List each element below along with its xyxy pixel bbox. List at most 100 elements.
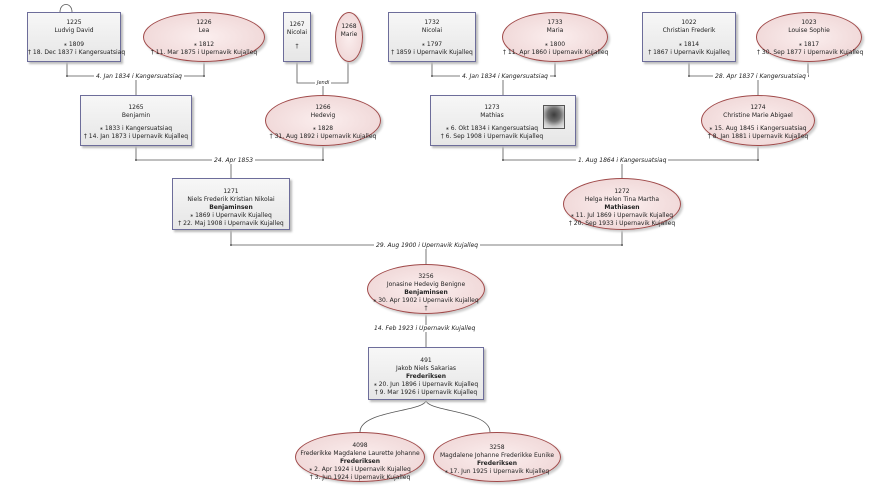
person-card-1271[interactable]: 1271 Niels Frederik Kristian Nikolai Ben… bbox=[172, 178, 290, 230]
death-info: † 8. Jan 1881 i Upernavik Kujalleq bbox=[707, 133, 809, 140]
person-card-1733[interactable]: 1733 Maria ⁎ 1800 † 11. Apr 1860 i Upern… bbox=[502, 12, 608, 62]
birth-info: ⁎ 1797 bbox=[421, 41, 443, 48]
person-name: Louise Sophie bbox=[788, 27, 830, 34]
person-id: 3256 bbox=[418, 273, 434, 280]
marriage-event-3256-491: 14. Feb 1923 i Upernavik Kujalleq bbox=[372, 325, 478, 332]
person-id: 1022 bbox=[681, 19, 697, 26]
birth-info: ⁎ 1812 bbox=[193, 41, 215, 48]
birth-info: ⁎ 1817 bbox=[798, 41, 820, 48]
death-info: † 11. Apr 1860 i Upernavik Kujalleq bbox=[503, 49, 609, 56]
birth-info: ⁎ 6. Okt 1834 i Kangersuatsiaq bbox=[445, 125, 539, 132]
death-info: † 6. Sep 1908 i Upernavik Kujalleq bbox=[440, 133, 544, 140]
death-info: † 18. Dec 1837 i Kangersuatsiaq bbox=[28, 49, 126, 56]
death-info: † 1859 i Upernavik Kujalleq bbox=[391, 49, 473, 56]
person-card-1274[interactable]: 1274 Christine Marie Abigael ⁎ 15. Aug 1… bbox=[701, 95, 815, 146]
person-name: Nicolai bbox=[286, 29, 308, 36]
person-name: Christine Marie Abigael bbox=[723, 112, 793, 119]
person-card-1272[interactable]: 1272 Helga Helen Tina Martha Mathiasen ⁎… bbox=[563, 178, 681, 230]
birth-info: ⁎ 11. Jul 1869 i Upernavik Kujalleq bbox=[570, 212, 674, 219]
death-info: † 11. Mar 1875 i Upernavik Kujalleq bbox=[150, 49, 258, 56]
person-name: Frederikke Magdalene Laurette Johanne bbox=[300, 450, 420, 457]
person-id: 1265 bbox=[128, 104, 144, 111]
death-info: † 31. Aug 1892 i Upernavik Kujalleq bbox=[269, 133, 377, 140]
person-id: 1271 bbox=[223, 188, 239, 195]
person-id: 1266 bbox=[315, 104, 331, 111]
person-name: Hedevig bbox=[310, 112, 336, 119]
birth-info: ⁎ 20. Jun 1896 i Upernavik Kujalleq bbox=[373, 381, 479, 388]
person-name: Benjamin bbox=[121, 112, 151, 119]
person-card-1268[interactable]: 1268 Marie bbox=[335, 12, 363, 62]
person-id: 1274 bbox=[750, 104, 766, 111]
birth-info: ⁎ 1869 i Upernavik Kujalleq bbox=[190, 212, 272, 219]
person-id: 1267 bbox=[289, 21, 305, 28]
person-id: 3258 bbox=[489, 444, 505, 451]
portrait-photo bbox=[543, 105, 565, 129]
person-card-1225[interactable]: 1225 Ludvig David ⁎ 1809 † 18. Dec 1837 … bbox=[27, 12, 126, 62]
person-name: Christian Frederik bbox=[662, 27, 716, 34]
birth-info: ⁎ 2. Apr 1924 i Upernavik Kujalleq bbox=[309, 466, 411, 473]
person-id: 1023 bbox=[801, 19, 817, 26]
person-name: Mathias bbox=[480, 112, 504, 119]
birth-info: ⁎ 1814 bbox=[678, 41, 700, 48]
person-surname: Frederiksen bbox=[339, 458, 381, 465]
person-card-3258[interactable]: 3258 Magdalene Johanne Frederikke Eunike… bbox=[433, 432, 561, 482]
person-id: 1272 bbox=[614, 188, 630, 195]
person-id: 1273 bbox=[484, 104, 500, 111]
person-card-4098[interactable]: 4098 Frederikke Magdalene Laurette Johan… bbox=[295, 432, 425, 482]
marriage-event-1271-1272: 29. Aug 1900 i Upernavik Kujalleq bbox=[374, 242, 481, 249]
death-info: † 22. Maj 1908 i Upernavik Kujalleq bbox=[178, 220, 284, 227]
marriage-event-1022-1023: 28. Apr 1837 i Kangersuatsiaq bbox=[713, 73, 808, 80]
death-info: † 9. Mar 1926 i Upernavik Kujalleq bbox=[374, 389, 478, 396]
birth-info: ⁎ 1828 bbox=[312, 125, 334, 132]
person-name: Niels Frederik Kristian Nikolai bbox=[187, 196, 275, 203]
birth-info: ⁎ 1800 bbox=[544, 41, 566, 48]
birth-info: ⁎ 17. Jun 1925 i Upernavik Kujalleq bbox=[444, 468, 550, 475]
death-info: † 14. Jan 1873 i Upernavik Kujalleq bbox=[83, 133, 189, 140]
person-id: 491 bbox=[420, 357, 432, 364]
person-surname: Mathiasen bbox=[604, 204, 640, 211]
person-card-1022[interactable]: 1022 Christian Frederik ⁎ 1814 † 1867 i … bbox=[642, 12, 736, 62]
marriage-event-1273-1274: 1. Aug 1864 i Kangersuatsiaq bbox=[576, 157, 669, 164]
person-name: Jakob Niels Sakarias bbox=[395, 365, 457, 372]
person-id: 1268 bbox=[341, 23, 357, 30]
person-id: 1732 bbox=[424, 19, 440, 26]
person-card-1265[interactable]: 1265 Benjamin ⁎ 1833 i Kangersuatsiaq † … bbox=[80, 95, 192, 146]
person-surname: Benjaminsen bbox=[209, 204, 253, 211]
birth-info: ⁎ 1833 i Kangersuatsiaq bbox=[99, 125, 173, 132]
person-name: Jonasine Hedevig Benigne bbox=[386, 281, 466, 288]
person-surname: Benjaminsen bbox=[404, 289, 448, 296]
person-id: 1226 bbox=[196, 19, 212, 26]
person-surname: Frederiksen bbox=[405, 373, 447, 380]
death-info: † bbox=[424, 305, 428, 312]
person-id: 1733 bbox=[547, 19, 563, 26]
person-card-1023[interactable]: 1023 Louise Sophie ⁎ 1817 † 30. Sep 1877… bbox=[756, 12, 864, 62]
person-card-1273[interactable]: 1273 Mathias ⁎ 6. Okt 1834 i Kangersuats… bbox=[430, 95, 576, 146]
person-card-491[interactable]: 491 Jakob Niels Sakarias Frederiksen ⁎ 2… bbox=[368, 347, 484, 400]
person-id: 1225 bbox=[66, 19, 82, 26]
person-name: Lea bbox=[198, 27, 210, 34]
death-info: † 3. Jun 1924 i Upernavik Kujalleq bbox=[309, 474, 411, 481]
marriage-event-1732-1733: 4. Jan 1834 i Kangersuatsiaq bbox=[460, 73, 550, 80]
death-info: † 20. Sep 1933 i Upernavik Kujalleq bbox=[568, 220, 676, 227]
birth-info: ⁎ 1809 bbox=[63, 41, 85, 48]
person-name: Magdalene Johanne Frederikke Eunike bbox=[439, 452, 555, 459]
death-info: † 30. Sep 1877 i Upernavik Kujalleq bbox=[757, 49, 864, 56]
marriage-event-1267-1268: Jendi bbox=[315, 80, 332, 86]
person-card-3256[interactable]: 3256 Jonasine Hedevig Benigne Benjaminse… bbox=[367, 264, 485, 314]
marriage-event-1225-1226: 4. Jan 1834 i Kangersuatsiaq bbox=[94, 73, 184, 80]
person-name: Helga Helen Tina Martha bbox=[584, 196, 660, 203]
person-card-1266[interactable]: 1266 Hedevig ⁎ 1828 † 31. Aug 1892 i Upe… bbox=[265, 95, 381, 146]
person-name: Marie bbox=[340, 31, 358, 38]
death-info: † 1867 i Upernavik Kujalleq bbox=[648, 49, 730, 56]
birth-info: ⁎ 30. Apr 1902 i Upernavik Kujalleq bbox=[373, 297, 479, 304]
person-surname: Frederiksen bbox=[476, 460, 518, 467]
person-card-1226[interactable]: 1226 Lea ⁎ 1812 † 11. Mar 1875 i Upernav… bbox=[143, 12, 265, 62]
death-info: † bbox=[295, 43, 299, 50]
person-name: Ludvig David bbox=[54, 27, 94, 34]
person-name: Maria bbox=[546, 27, 564, 34]
person-name: Nicolai bbox=[421, 27, 443, 34]
marriage-event-1265-1266: 24. Apr 1853 bbox=[212, 157, 256, 164]
person-card-1267[interactable]: 1267 Nicolai † bbox=[283, 12, 311, 62]
person-card-1732[interactable]: 1732 Nicolai ⁎ 1797 † 1859 i Upernavik K… bbox=[388, 12, 476, 62]
person-id: 4098 bbox=[352, 442, 368, 449]
